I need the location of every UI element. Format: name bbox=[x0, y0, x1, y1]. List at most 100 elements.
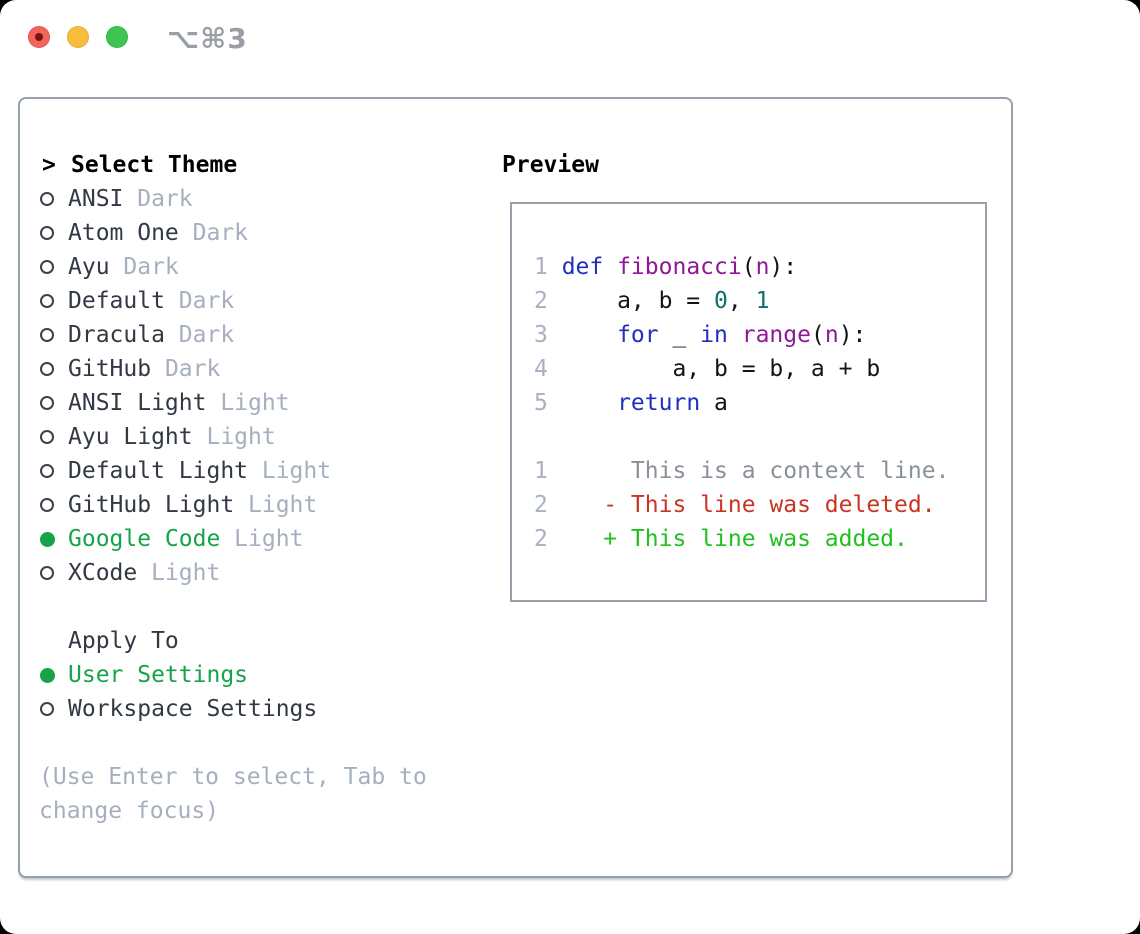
theme-item-dracula-dark[interactable]: Dracula Dark bbox=[39, 318, 489, 352]
theme-variant: Light bbox=[192, 424, 276, 450]
theme-name: ANSI bbox=[68, 186, 124, 212]
code-token: + This line was added. bbox=[603, 526, 908, 552]
code-token: , bbox=[727, 288, 756, 314]
code-token: a, b = bbox=[561, 288, 715, 314]
radio-icon bbox=[40, 328, 54, 342]
close-button-icon[interactable] bbox=[28, 26, 50, 48]
code-token bbox=[562, 322, 617, 348]
code-token: n bbox=[755, 254, 770, 280]
code-token: return bbox=[617, 390, 701, 416]
theme-item-atom-one-dark[interactable]: Atom One Dark bbox=[39, 216, 489, 250]
theme-item-default-light-light[interactable]: Default Light Light bbox=[39, 454, 489, 488]
select-theme-heading: Select Theme bbox=[71, 152, 238, 178]
minimize-button-icon[interactable] bbox=[67, 26, 89, 48]
theme-item-github-light-light[interactable]: GitHub Light Light bbox=[39, 488, 489, 522]
radio-icon bbox=[40, 464, 54, 478]
preview-heading: Preview bbox=[502, 152, 599, 178]
code-line: 3 for _ in range(n): bbox=[534, 318, 985, 352]
theme-variant: Light bbox=[220, 526, 304, 552]
radio-icon bbox=[40, 260, 54, 274]
line-number: 2 bbox=[534, 492, 548, 518]
code-token: n bbox=[824, 322, 839, 348]
code-line bbox=[534, 420, 985, 454]
theme-item-ansi-light-light[interactable]: ANSI Light Light bbox=[39, 386, 489, 420]
code-token: ): bbox=[838, 322, 867, 348]
theme-name: Atom One bbox=[68, 220, 179, 246]
radio-icon bbox=[40, 226, 54, 240]
keyboard-hint: (Use Enter to select, Tab to change focu… bbox=[39, 764, 427, 824]
radio-icon bbox=[40, 396, 54, 410]
radio-icon bbox=[40, 192, 54, 206]
theme-variant: Dark bbox=[123, 186, 193, 212]
code-line: 5 return a bbox=[534, 386, 985, 420]
code-token: ( bbox=[741, 254, 756, 280]
spacer bbox=[39, 590, 489, 624]
theme-variant: Light bbox=[234, 492, 318, 518]
theme-item-github-dark[interactable]: GitHub Dark bbox=[39, 352, 489, 386]
theme-item-ayu-light-light[interactable]: Ayu Light Light bbox=[39, 420, 489, 454]
line-number: 1 bbox=[534, 458, 548, 484]
line-number: 2 bbox=[534, 288, 548, 314]
theme-name: Google Code bbox=[68, 526, 221, 552]
apply-option-workspace-settings[interactable]: Workspace Settings bbox=[39, 692, 489, 726]
theme-item-default-dark[interactable]: Default Dark bbox=[39, 284, 489, 318]
code-token: in bbox=[700, 322, 728, 348]
theme-item-ayu-dark[interactable]: Ayu Dark bbox=[39, 250, 489, 284]
code-token bbox=[562, 492, 604, 518]
apply-to-heading-row: Apply To bbox=[39, 624, 489, 658]
code-token: This is a context line. bbox=[561, 458, 950, 484]
title-bar: ⌥⌘3 bbox=[0, 0, 1140, 75]
code-token bbox=[562, 390, 617, 416]
code-token: 0 bbox=[714, 288, 728, 314]
apply-option-user-settings[interactable]: User Settings bbox=[39, 658, 489, 692]
theme-variant: Dark bbox=[151, 356, 221, 382]
theme-variant: Light bbox=[206, 390, 290, 416]
theme-name: Dracula bbox=[68, 322, 165, 348]
theme-variant: Dark bbox=[178, 220, 249, 246]
code-token: ( bbox=[810, 322, 825, 348]
theme-item-ansi-dark[interactable]: ANSI Dark bbox=[39, 182, 489, 216]
radio-icon bbox=[40, 498, 54, 512]
code-token: fibonacci bbox=[617, 254, 742, 280]
line-number: 3 bbox=[534, 322, 548, 348]
theme-name: Ayu Light bbox=[68, 424, 193, 450]
code-token: a, b = b, a + b bbox=[561, 356, 881, 382]
line-number: 4 bbox=[534, 356, 548, 382]
line-number: 5 bbox=[534, 390, 548, 416]
theme-item-google-code-light[interactable]: Google Code Light bbox=[39, 522, 489, 556]
theme-name: GitHub Light bbox=[68, 492, 235, 518]
theme-name: Default bbox=[68, 288, 165, 314]
code-line: 2 - This line was deleted. bbox=[534, 488, 985, 522]
window-title: ⌥⌘3 bbox=[167, 22, 248, 55]
theme-variant: Dark bbox=[164, 288, 235, 314]
apply-option-label: User Settings bbox=[68, 662, 249, 688]
theme-variant: Dark bbox=[109, 254, 179, 280]
theme-item-xcode-light[interactable]: XCode Light bbox=[39, 556, 489, 590]
radio-selected-icon bbox=[40, 531, 55, 547]
radio-icon bbox=[40, 294, 54, 308]
cursor-icon: > bbox=[42, 152, 56, 178]
theme-variant: Light bbox=[137, 560, 221, 586]
code-token: _ bbox=[658, 322, 701, 348]
line-number: 1 bbox=[534, 254, 548, 280]
code-token: for bbox=[617, 322, 659, 348]
apply-to-heading: Apply To bbox=[68, 628, 179, 654]
theme-name: GitHub bbox=[68, 356, 152, 382]
code-token: ): bbox=[769, 254, 798, 280]
maximize-button-icon[interactable] bbox=[106, 26, 128, 48]
code-token: a bbox=[700, 390, 728, 416]
code-token bbox=[728, 322, 742, 348]
code-token: range bbox=[741, 322, 811, 348]
code-line: 1 This is a context line. bbox=[534, 454, 985, 488]
apply-option-label: Workspace Settings bbox=[68, 696, 318, 722]
select-theme-heading-row: > Select Theme bbox=[39, 148, 489, 182]
code-line: 2 + This line was added. bbox=[534, 522, 985, 556]
theme-name: Default Light bbox=[68, 458, 249, 484]
